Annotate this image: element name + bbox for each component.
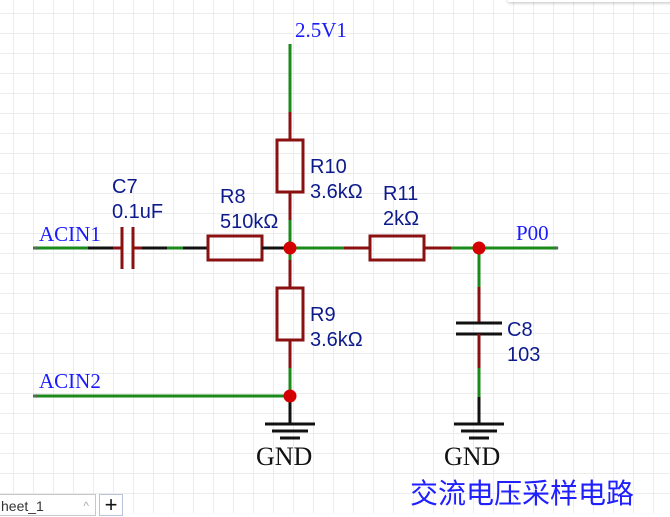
- net-label-vref: 2.5V1: [295, 18, 347, 42]
- gnd-label-2: GND: [444, 442, 500, 471]
- net-label-acin2: ACIN2: [39, 369, 101, 393]
- net-label-p00: P00: [516, 221, 549, 245]
- c8-value: 103: [507, 344, 540, 366]
- r10-value: 3.6kΩ: [310, 181, 363, 203]
- r11-designator: R11: [383, 183, 418, 205]
- add-sheet-button[interactable]: +: [99, 494, 123, 516]
- r10-designator: R10: [310, 156, 347, 178]
- ground-symbol-1[interactable]: GND: [256, 396, 315, 471]
- resistor-r10[interactable]: R10 3.6kΩ: [275, 138, 363, 248]
- r9-designator: R9: [310, 304, 336, 326]
- resistor-r9[interactable]: R9 3.6kΩ: [275, 260, 363, 368]
- capacitor-c8[interactable]: C8 103: [456, 287, 540, 368]
- r8-designator: R8: [220, 186, 246, 208]
- net-p00[interactable]: P00: [479, 221, 559, 250]
- chevron-up-icon[interactable]: ^: [83, 499, 89, 513]
- floating-panel-edge: [508, 0, 670, 2]
- c8-designator: C8: [507, 319, 533, 341]
- schematic-title: 交流电压采样电路: [410, 477, 634, 510]
- junction-dot: [283, 389, 297, 403]
- ground-symbol-2[interactable]: GND: [444, 397, 504, 471]
- resistor-r8[interactable]: R8 510kΩ: [206, 186, 290, 262]
- net-acin2[interactable]: ACIN2: [33, 369, 290, 398]
- c7-designator: C7: [112, 176, 138, 198]
- net-vref[interactable]: 2.5V1: [288, 18, 347, 140]
- resistor-r11[interactable]: R11 2kΩ: [368, 183, 451, 262]
- r11-value: 2kΩ: [383, 208, 419, 230]
- capacitor-c7[interactable]: C7 0.1uF: [112, 176, 163, 269]
- junction-dot: [283, 241, 297, 255]
- r8-value: 510kΩ: [220, 211, 278, 233]
- sheet-tab-label: heet_1: [1, 498, 44, 514]
- net-label-acin1: ACIN1: [39, 222, 101, 246]
- junction-dot: [472, 241, 486, 255]
- r9-value: 3.6kΩ: [310, 329, 363, 351]
- c7-value: 0.1uF: [112, 201, 163, 223]
- gnd-label-1: GND: [256, 442, 312, 471]
- net-acin1[interactable]: ACIN1: [33, 222, 113, 250]
